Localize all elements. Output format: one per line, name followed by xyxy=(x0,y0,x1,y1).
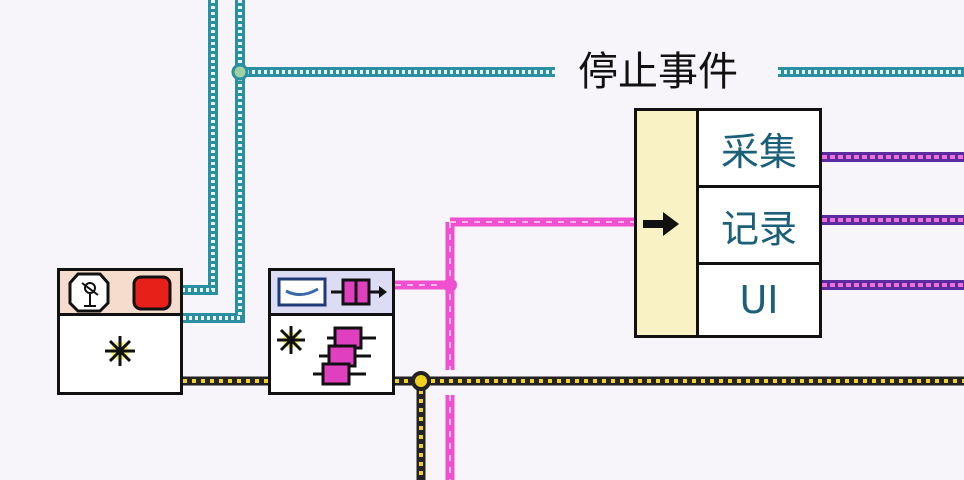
node-header xyxy=(60,271,180,316)
event-wire xyxy=(183,0,964,323)
enqueue-icon xyxy=(331,278,387,306)
error-wire xyxy=(183,371,964,480)
stop-button-icon xyxy=(132,275,172,311)
message-cluster-unbundle-node[interactable]: 采集 记录 UI xyxy=(634,108,822,338)
case-item-ui[interactable]: UI xyxy=(739,278,779,322)
create-icon xyxy=(105,336,135,366)
create-message-queues-node[interactable] xyxy=(268,268,395,395)
create-stop-event-node[interactable] xyxy=(57,268,183,395)
queue-wire xyxy=(395,217,634,480)
event-wire-label: 停止事件 xyxy=(572,44,744,100)
node-header xyxy=(271,271,392,316)
stop-event-icon xyxy=(68,272,172,313)
arrow-right-icon xyxy=(643,212,679,236)
message-display-icon xyxy=(277,277,387,307)
case-selector xyxy=(637,111,699,335)
case-item-log[interactable]: 记录 xyxy=(699,188,819,265)
message-wires xyxy=(822,152,964,290)
case-item-acquire[interactable]: 采集 xyxy=(699,111,819,188)
create-queues-icon xyxy=(277,326,376,386)
